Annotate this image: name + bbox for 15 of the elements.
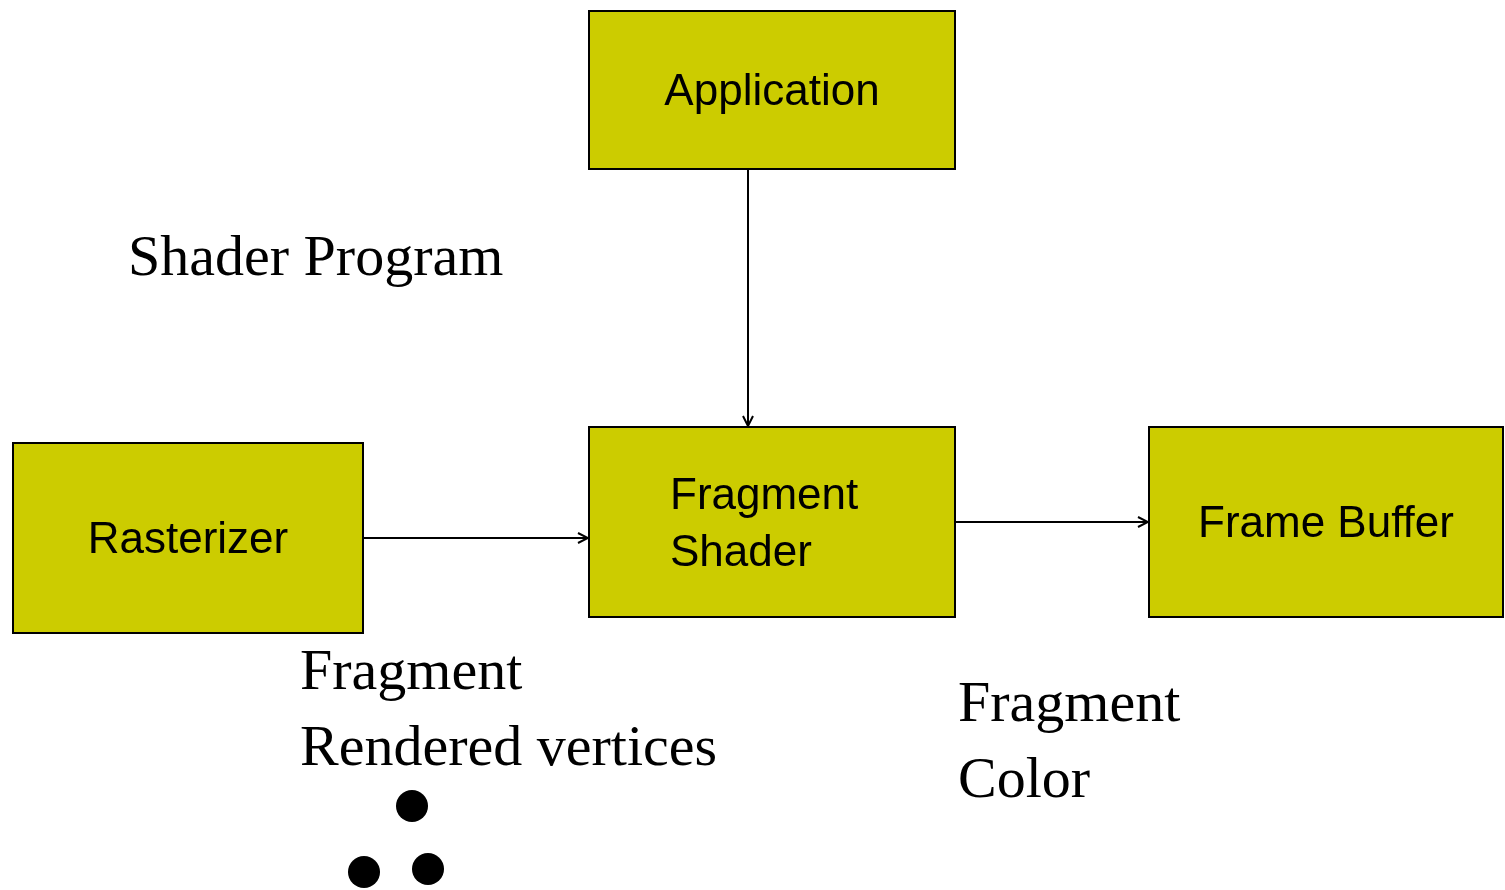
box-label: Rasterizer	[87, 512, 289, 565]
process-box	[1148, 426, 1504, 618]
process-box	[588, 426, 956, 618]
annotation-text: Shader Program	[128, 222, 505, 290]
process-box	[588, 10, 956, 170]
arrow	[742, 169, 754, 427]
arrow	[955, 516, 1149, 528]
process-box	[12, 442, 364, 634]
annotation-text: Rendered vertices	[300, 712, 719, 780]
box-label: Application	[664, 64, 880, 117]
arrow	[363, 532, 589, 544]
annotation-text: Fragment	[300, 636, 524, 704]
box-label: Fragment Shader	[670, 467, 860, 577]
box-label: Frame Buffer	[1198, 496, 1454, 549]
annotation-text: Fragment Color	[958, 668, 1182, 812]
